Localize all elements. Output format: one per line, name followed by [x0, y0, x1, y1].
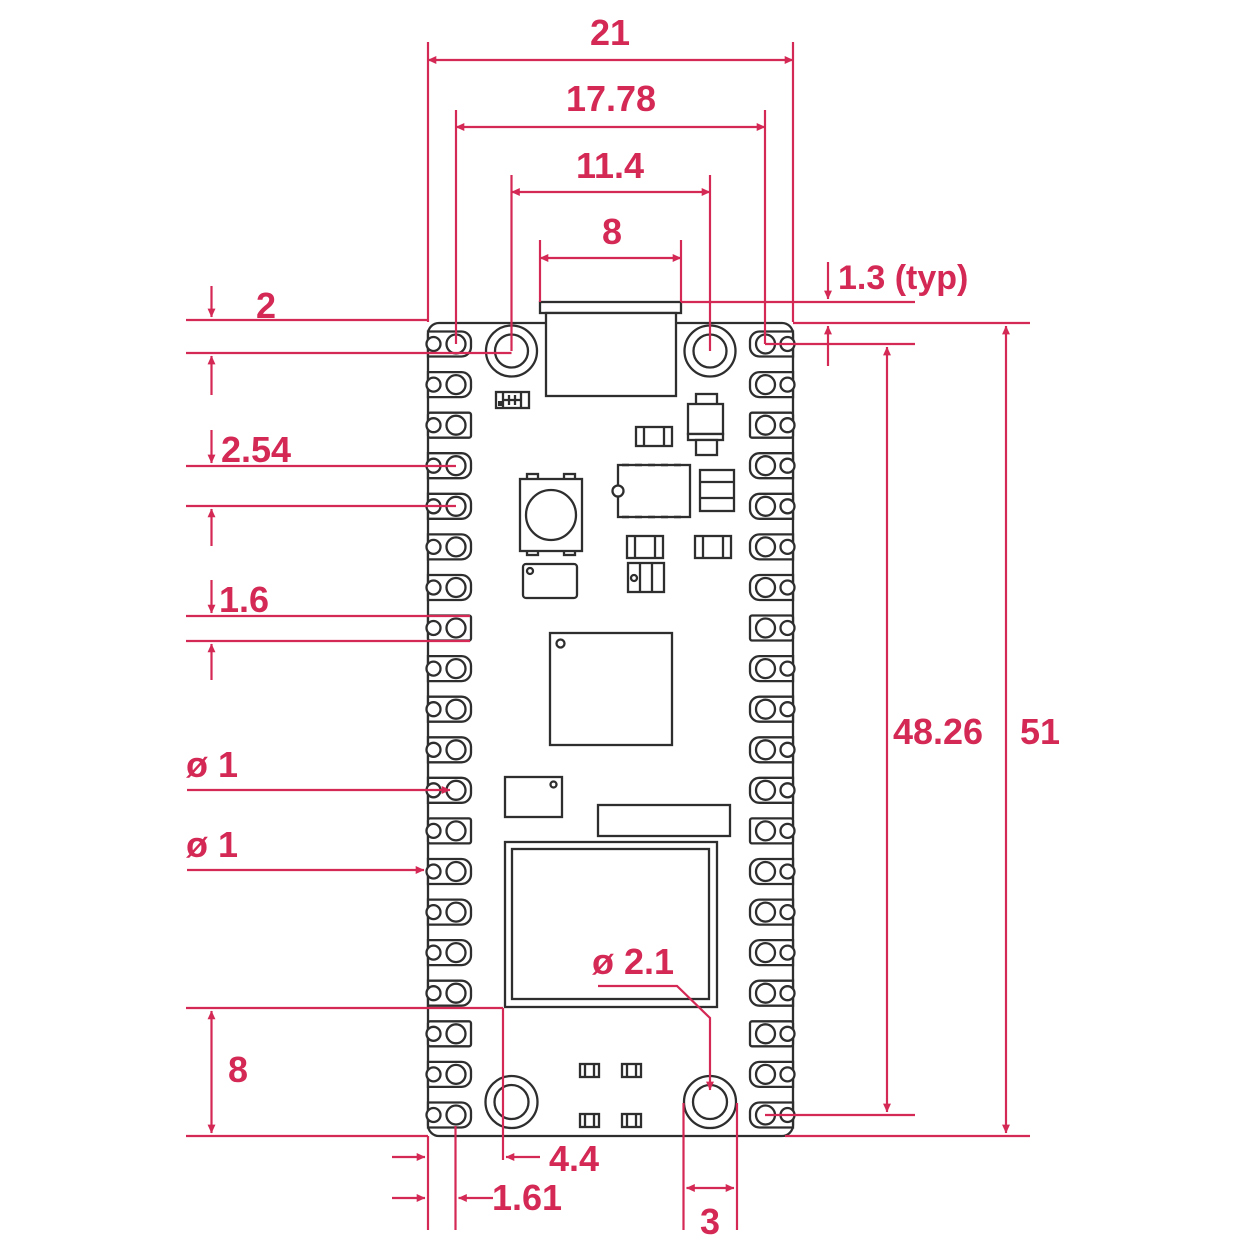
- dim-mount-hole-dia: ø 2.1: [592, 941, 714, 1091]
- pin-pad: [425, 695, 473, 723]
- small-component: [626, 561, 666, 594]
- pin-pad-gnd: [425, 411, 473, 439]
- pin-pad: [425, 573, 473, 602]
- pin-pad: [425, 857, 473, 886]
- mounting-hole-bottom-right: [682, 1074, 738, 1130]
- usb-connector: [538, 300, 683, 398]
- dim-label-pin-hole-dia-a: ø 1: [186, 744, 238, 785]
- bootsel-button: [518, 472, 584, 557]
- capacitor: [578, 1112, 601, 1129]
- pin-pad-gnd: [425, 817, 473, 845]
- capacitor: [693, 534, 733, 560]
- dim-pin-hole-dia-b: ø 1: [186, 824, 425, 874]
- capacitor: [578, 1062, 601, 1079]
- mounting-hole-bottom-left: [484, 1074, 539, 1130]
- dim-board-width: 21: [426, 12, 795, 322]
- pin-pad: [425, 736, 473, 764]
- dim-label-usb-overhang: 1.3 (typ): [838, 259, 968, 297]
- dim-label-edge-to-mount-hole: 2: [256, 285, 276, 326]
- pin-pad: [425, 979, 473, 1007]
- dim-label-board-width: 21: [590, 12, 630, 53]
- pin-pad-gnd: [748, 411, 796, 439]
- dim-label-pin-span: 48.26: [893, 711, 983, 752]
- component-rect: [596, 803, 732, 838]
- pin-pad: [748, 1060, 796, 1089]
- dim-label-mount-pad-dia: 3: [700, 1201, 720, 1242]
- dim-label-edge-to-pin-center: 1.61: [492, 1177, 562, 1218]
- dim-board-height: 51: [785, 321, 1060, 1138]
- dim-label-mount-hole-span: 11.4: [576, 145, 644, 186]
- wireless-module-shield: [503, 840, 719, 1009]
- dim-pin-span: 48.26: [765, 342, 983, 1117]
- pin-pad: [425, 370, 473, 399]
- usb-connector-lip: [538, 300, 683, 315]
- capacitor: [625, 534, 665, 560]
- pin-pad-gnd: [425, 1020, 473, 1048]
- dim-pin-hole-dia-a: ø 1: [186, 744, 451, 794]
- main-mcu-chip: [548, 631, 674, 747]
- flash-chip: [503, 775, 564, 819]
- pin-pad: [748, 938, 796, 967]
- pin-pad: [748, 979, 796, 1007]
- crystal-oscillator: [521, 562, 579, 600]
- led: [494, 390, 531, 410]
- pin-pad: [748, 857, 796, 886]
- pin-pad-gnd: [748, 817, 796, 845]
- pin-pad: [748, 370, 796, 399]
- pin-pad: [748, 898, 796, 926]
- capacitor: [634, 425, 674, 448]
- dim-pin-hole-span: 17.78: [454, 78, 767, 344]
- dim-mount-hole-span: 11.4: [510, 145, 712, 351]
- dim-label-board-height: 51: [1020, 711, 1060, 752]
- dim-edge-to-module: 4.4: [392, 1008, 599, 1230]
- pin-pad: [748, 452, 796, 480]
- capacitor: [620, 1062, 643, 1079]
- dim-label-edge-to-module: 4.4: [549, 1138, 599, 1179]
- dim-label-pin-pitch: 2.54: [221, 429, 291, 470]
- regulator-ic: [611, 463, 692, 519]
- pin-pad: [425, 654, 473, 683]
- dim-label-usb-width: 8: [602, 211, 622, 252]
- pin-pad: [425, 938, 473, 967]
- dim-mount-pad-dia: 3: [682, 1103, 739, 1242]
- pin-pad: [748, 492, 796, 520]
- pin-pad: [425, 1060, 473, 1089]
- pin-pad: [425, 533, 473, 561]
- dim-edge-to-pin-center: 1.61: [392, 1126, 562, 1230]
- inductor-component: [686, 392, 725, 457]
- dim-label-pin-hole-span: 17.78: [566, 78, 656, 119]
- dim-label-pin-hole-dia-b: ø 1: [186, 824, 238, 865]
- pin-pad-gnd: [748, 1020, 796, 1048]
- pin-pad: [748, 736, 796, 764]
- usb-connector-body: [544, 311, 678, 398]
- dim-pad-height: 1.6: [186, 579, 470, 680]
- pin-pad-gnd: [748, 614, 796, 642]
- pin-pad: [425, 898, 473, 926]
- pin-pad: [748, 573, 796, 602]
- dim-module-keepout: 8: [186, 1006, 503, 1138]
- capacitor: [620, 1112, 643, 1129]
- pin-pad-gnd: [425, 614, 473, 642]
- dim-edge-to-mount-hole: 2: [186, 285, 512, 395]
- dim-usb-overhang: 1.3 (typ): [681, 259, 968, 366]
- three-terminal-component: [698, 468, 736, 513]
- dim-pin-pitch: 2.54: [186, 429, 456, 546]
- dim-label-pad-height: 1.6: [219, 579, 269, 620]
- pin-pad: [748, 654, 796, 683]
- pin-pad: [748, 695, 796, 723]
- dim-usb-width: 8: [538, 211, 683, 302]
- dim-label-module-keepout: 8: [228, 1049, 248, 1090]
- pin-pad: [425, 1101, 473, 1129]
- pin-pad: [748, 776, 796, 804]
- dim-label-mount-hole-dia: ø 2.1: [592, 941, 674, 982]
- pin-pad: [748, 533, 796, 561]
